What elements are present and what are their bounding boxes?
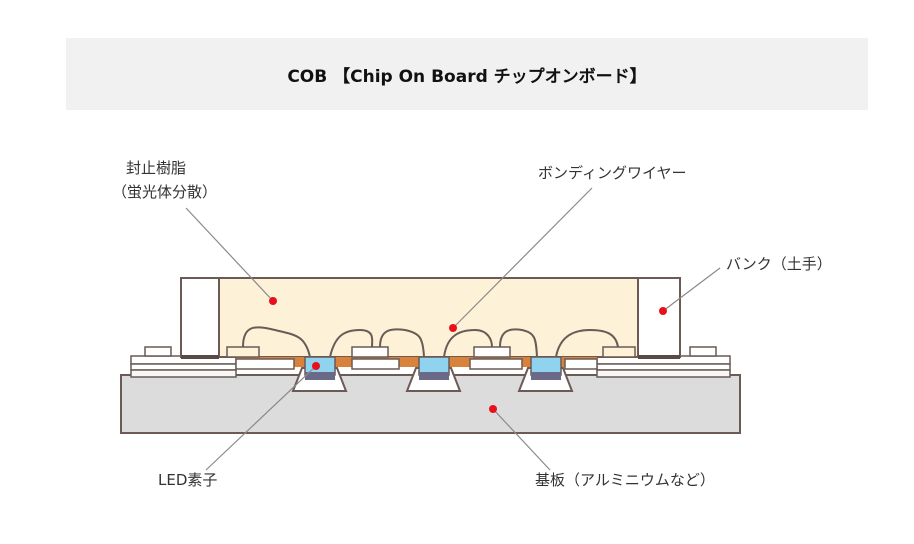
marker-resin	[269, 297, 277, 305]
marker-led	[312, 362, 320, 370]
led-cup-2	[405, 356, 462, 392]
label-led-element: LED素子	[158, 471, 217, 489]
bank-right	[637, 277, 681, 358]
markers	[269, 297, 667, 413]
led-cup-3	[517, 356, 574, 392]
bond-pads	[226, 346, 636, 370]
title-bar: COB 【Chip On Board チップオンボード】	[66, 38, 868, 110]
label-resin-line1: 封止樹脂	[126, 159, 186, 177]
marker-bank	[659, 307, 667, 315]
label-resin-line2: （蛍光体分散）	[112, 183, 217, 201]
sealing-resin	[218, 277, 639, 358]
page-title: COB 【Chip On Board チップオンボード】	[287, 66, 647, 87]
label-bonding-wire: ボンディングワイヤー	[538, 164, 687, 182]
leader-lines	[185, 187, 721, 471]
label-substrate: 基板（アルミニウムなど）	[535, 471, 715, 489]
bonding-wires	[242, 326, 619, 358]
bank-left	[180, 277, 220, 358]
marker-wire	[449, 324, 457, 332]
copper-trace	[236, 357, 597, 367]
label-bank: バンク（土手）	[726, 255, 832, 273]
marker-substrate	[489, 405, 497, 413]
